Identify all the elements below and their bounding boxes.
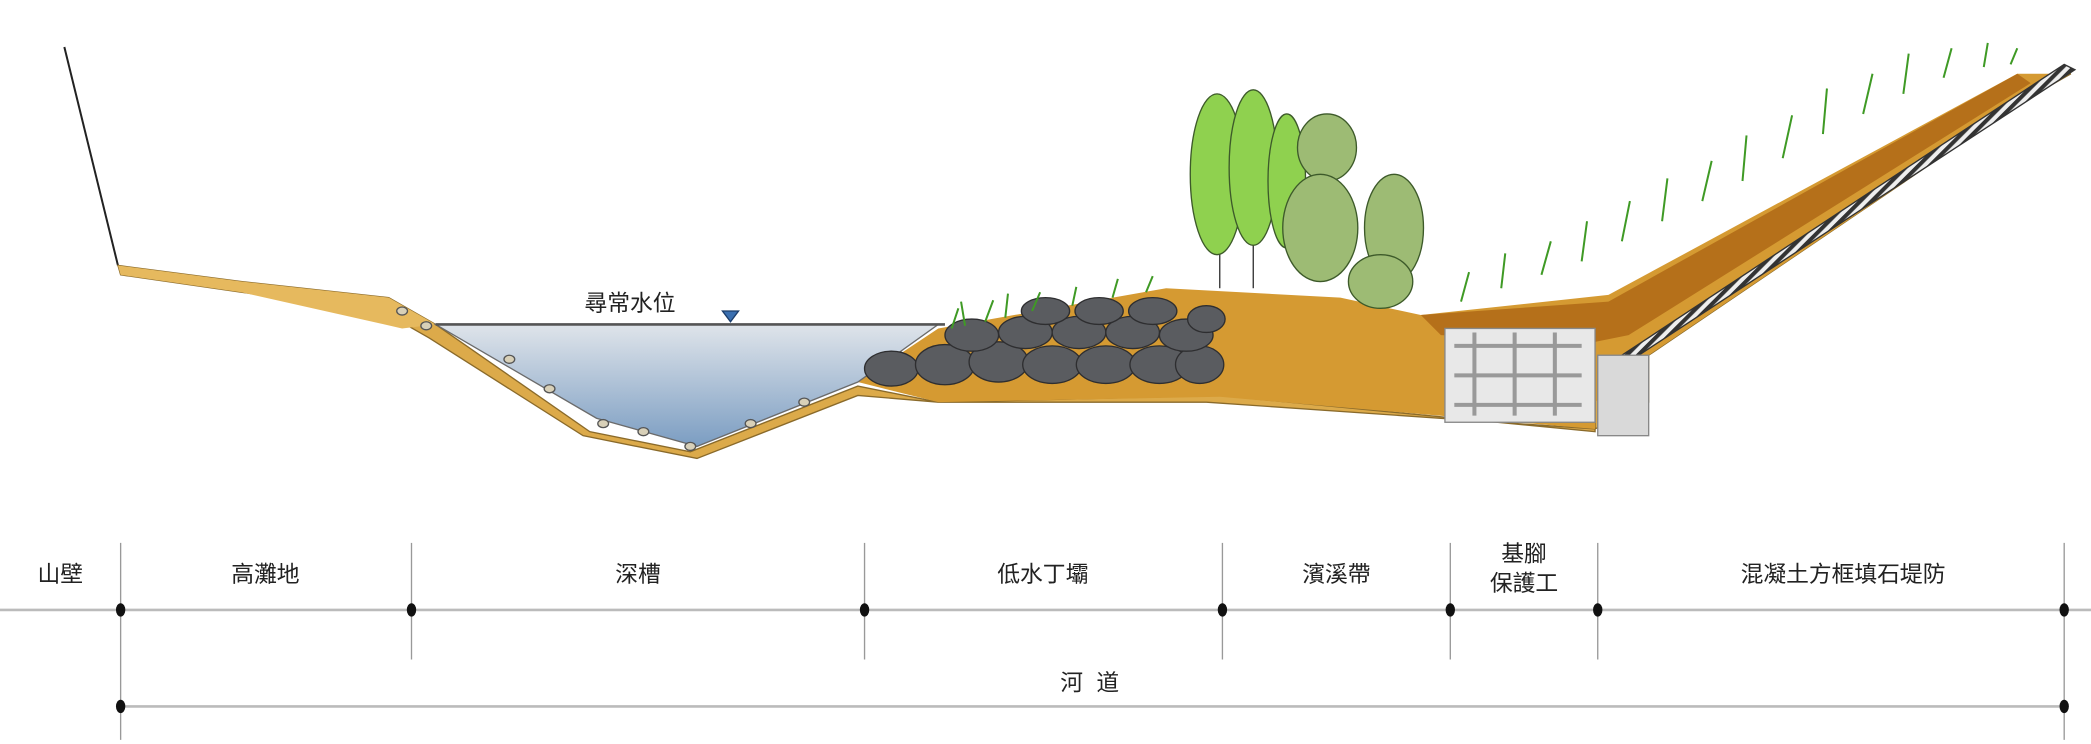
cliff-wall-line [63, 46, 119, 266]
zone-label-low-groyne: 低水丁壩 [997, 562, 1088, 588]
riverbed-pebbles [396, 306, 811, 452]
dimension-markers [115, 603, 2069, 714]
riparian-soil [857, 73, 2065, 429]
zone-label-levee: 混凝土方框填石堤防 [1741, 562, 1946, 588]
zone-label-deep-channel: 深槽 [615, 562, 661, 588]
concrete-footing [1597, 354, 1650, 437]
grass [950, 42, 2019, 329]
zone-label-high-floodplain: 高灘地 [231, 562, 299, 588]
riparian-trees [1189, 89, 1425, 310]
zone-label-cliff: 山壁 [38, 562, 84, 588]
groyne-rocks [863, 296, 1226, 387]
zone-label-toe-protection-2: 保護工 [1490, 571, 1558, 597]
water-level-triangle-icon [721, 310, 740, 323]
toe-block-pattern [1454, 332, 1582, 416]
zone-label-riparian-zone: 濱溪帶 [1302, 562, 1370, 588]
channel-label: 河道 [1060, 670, 1132, 696]
zone-label-toe-protection-1: 基腳 [1501, 542, 1547, 568]
water-level-label: 尋常水位 [584, 291, 675, 317]
floodplain-soil [117, 265, 436, 329]
levee-soil-dark [1420, 73, 2031, 342]
levee-facing [1620, 63, 2077, 361]
